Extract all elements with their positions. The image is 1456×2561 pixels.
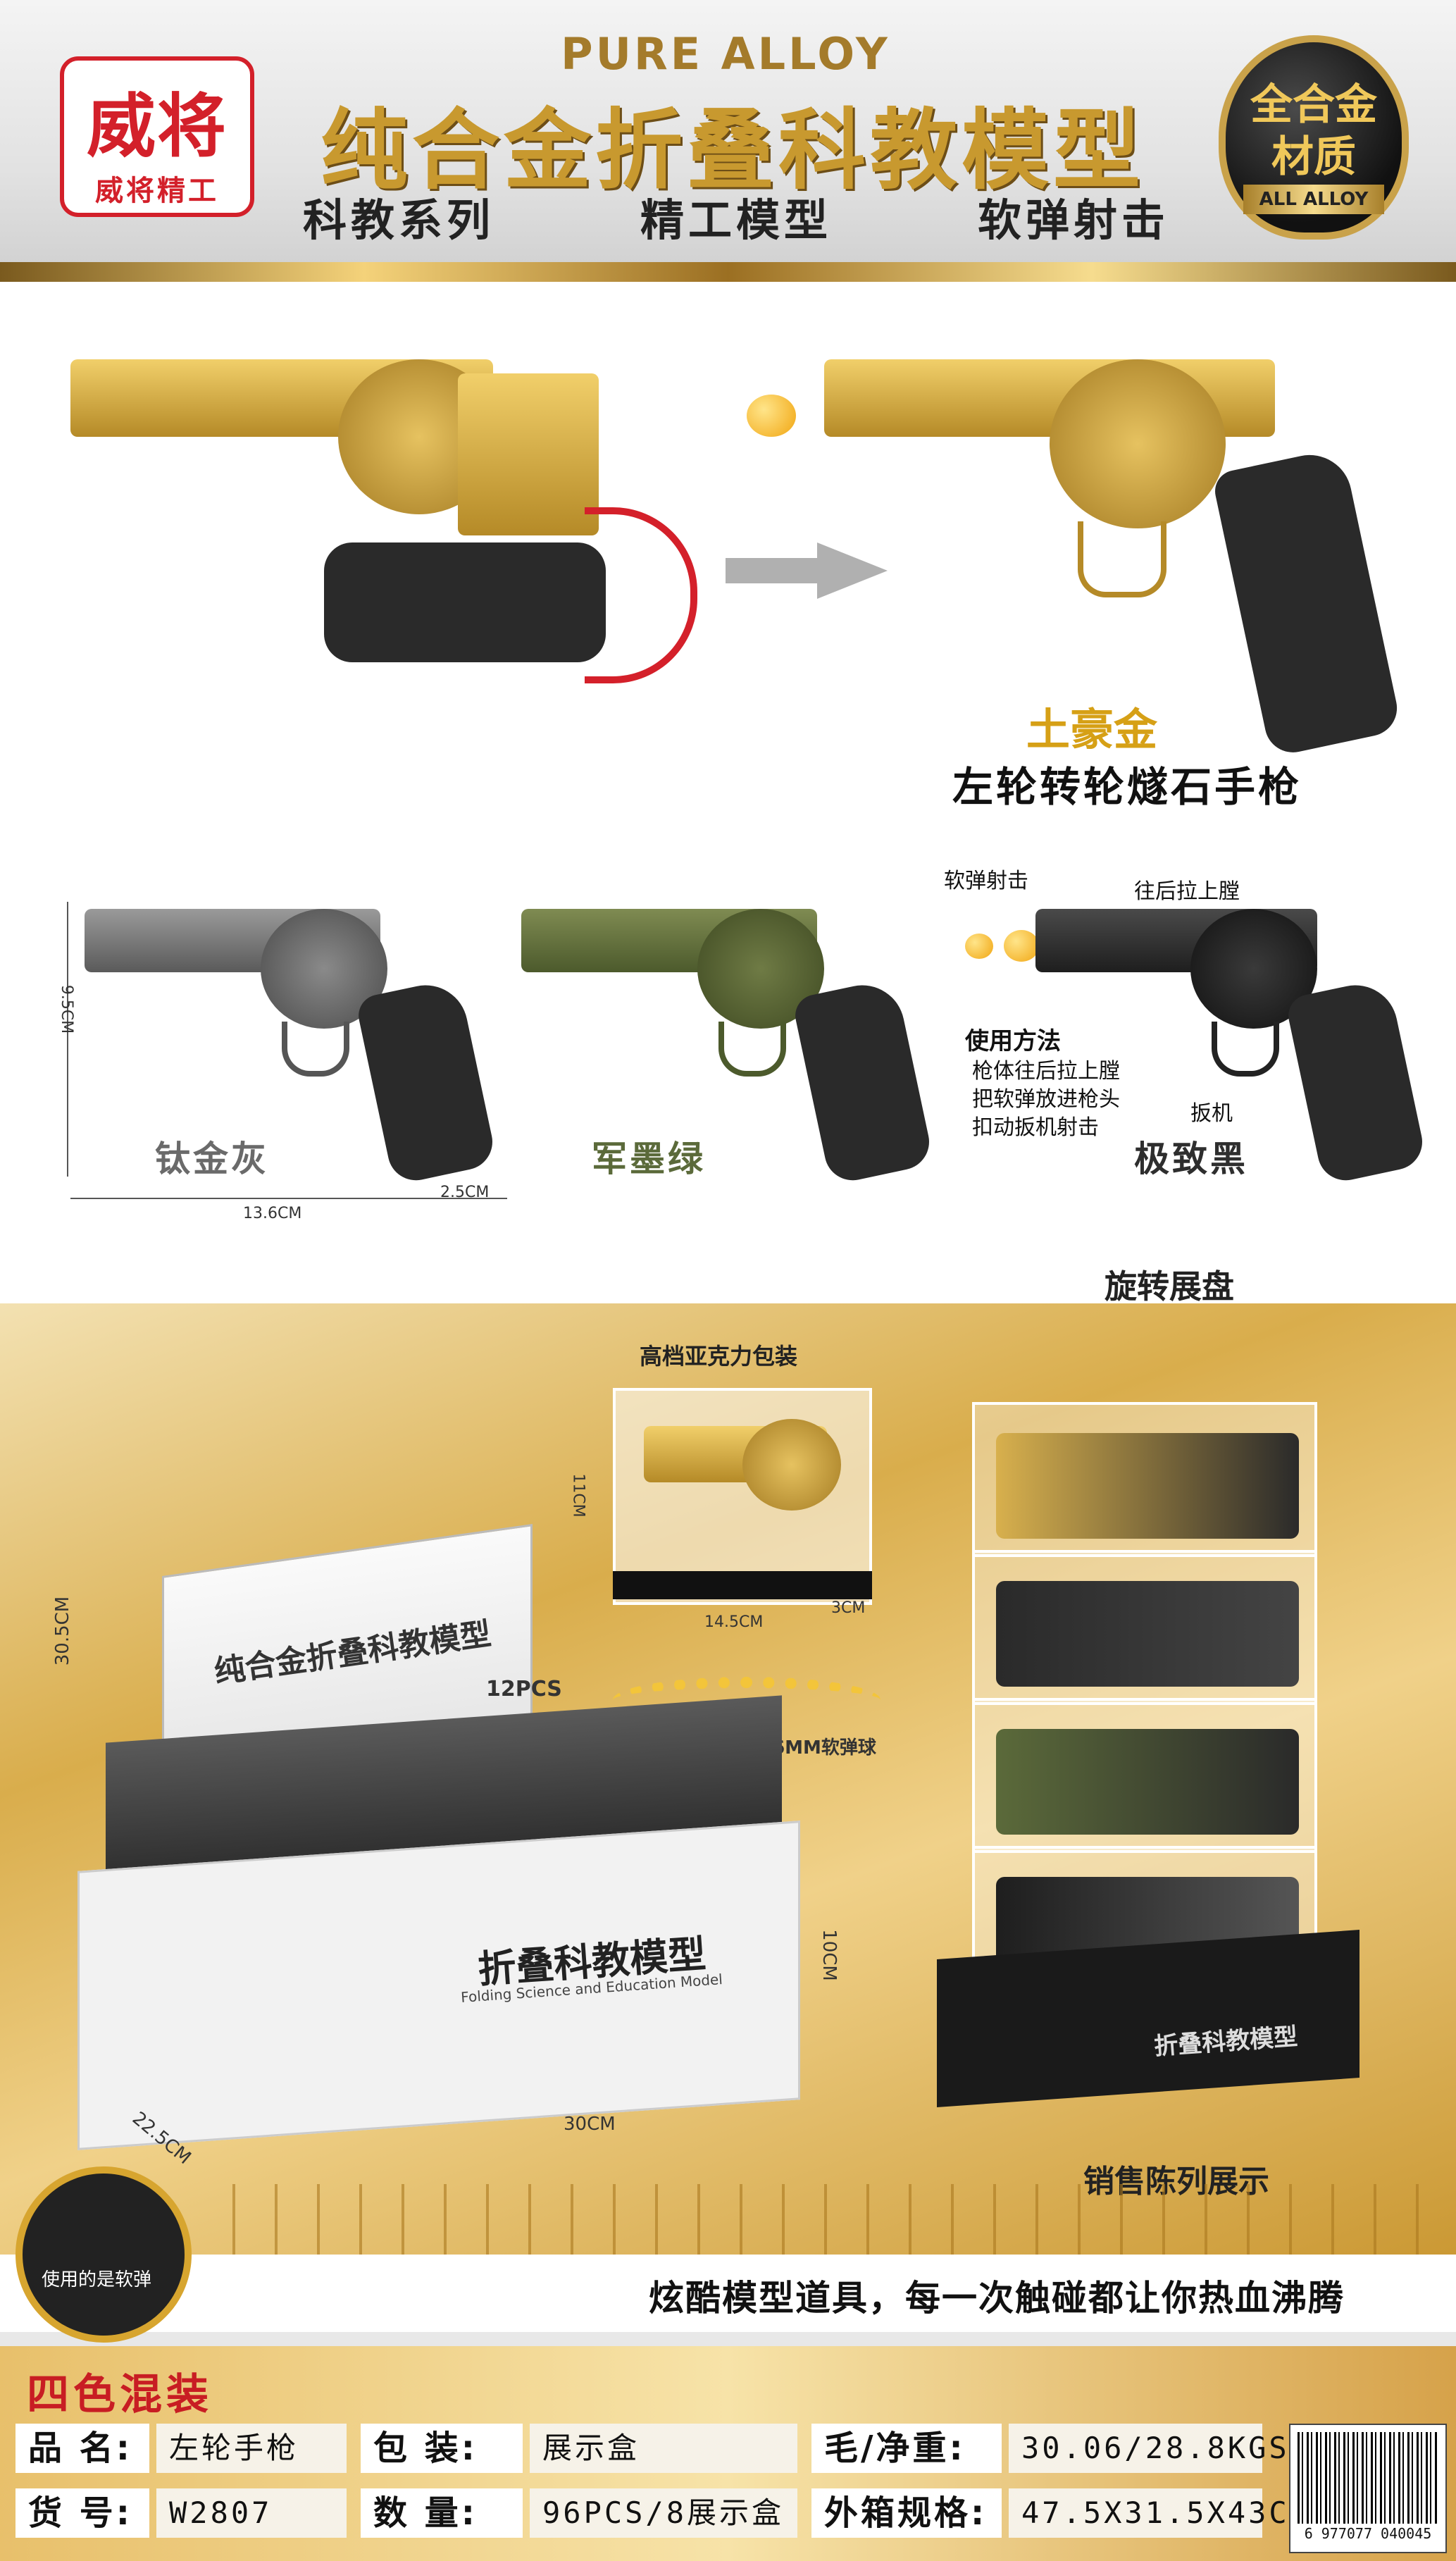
black-revolver-image <box>965 895 1428 1186</box>
slogan-band <box>0 2255 1456 2332</box>
spec-value: 96PCS/8展示盒 <box>530 2488 797 2538</box>
spec-value: 30.06/28.8KGS <box>1009 2424 1287 2473</box>
main-title: 纯合金折叠科教模型 <box>320 100 1145 201</box>
usage-step: 枪体往后拉上膛 <box>972 1059 1120 1084</box>
soft-bullet-hand-icon <box>15 2166 192 2343</box>
feature-tag: 精工模型 <box>640 194 832 246</box>
barcode-number: 6 977077 040045 <box>1304 2525 1432 2542</box>
usage-title: 使用方法 <box>965 1027 1061 1055</box>
usage-step: 扣动扳机射击 <box>972 1115 1099 1140</box>
tower-tier <box>972 1402 1317 1557</box>
height-dimension-line <box>67 902 68 1177</box>
length-dimension-label: 13.6CM <box>243 1205 302 1222</box>
spec-label: 货 号: <box>15 2488 149 2538</box>
variant-label-green: 军墨绿 <box>592 1139 706 1179</box>
transition-arrow-icon <box>726 542 888 599</box>
variant-label-black: 极致黑 <box>1134 1139 1248 1179</box>
display-box-count: 12PCS <box>486 1677 562 1701</box>
badge-ribbon: ALL ALLOY <box>1243 185 1384 214</box>
barcode: 6 977077 040045 <box>1289 2424 1447 2553</box>
feature-tag: 软弹射击 <box>977 194 1169 246</box>
trigger-label: 扳机 <box>1190 1101 1233 1126</box>
usage-step: 把软弹放进枪头 <box>972 1087 1120 1112</box>
brand-logo: 威将 威将精工 <box>60 56 254 217</box>
gray-revolver-image <box>77 895 498 1186</box>
badge-line: 全合金 <box>1250 80 1377 130</box>
width-dimension-label: 2.5CM <box>440 1184 490 1201</box>
acrylic-base <box>613 1571 872 1599</box>
slogan-text: 炫酷模型道具，每一次触碰都让你热血沸腾 <box>649 2278 1345 2319</box>
spec-row: 品 名: 左轮手枪 包 装: 展示盒 毛/净重: 30.06/28.8KGS <box>15 2424 1287 2479</box>
tower-tier <box>972 1550 1317 1705</box>
variant-label-gray: 钛金灰 <box>155 1139 269 1179</box>
spec-label: 外箱规格: <box>811 2488 1002 2538</box>
height-dimension-label: 9.5CM <box>58 984 76 1034</box>
soft-bullet-note: 使用的是软弹 <box>41 2269 151 2290</box>
spec-label: 毛/净重: <box>811 2424 1002 2473</box>
tower-tier <box>972 1698 1317 1853</box>
mix-colors-title: 四色混装 <box>27 2370 213 2419</box>
soft-beads-image <box>613 1677 881 1723</box>
spec-label: 数 量: <box>361 2488 523 2538</box>
brand-logo-main: 威将 <box>86 87 228 167</box>
product-name: 左轮转轮燧石手枪 <box>952 763 1302 811</box>
spec-value: 左轮手枪 <box>156 2424 347 2473</box>
spec-label: 品 名: <box>15 2424 149 2473</box>
all-alloy-badge: 全合金 材质 ALL ALLOY <box>1219 35 1409 240</box>
gold-divider <box>0 262 1456 282</box>
spec-value: 展示盒 <box>530 2424 797 2473</box>
brand-logo-sub: 威将精工 <box>95 175 219 207</box>
box-height-label: 30.5CM <box>52 1596 74 1666</box>
barcode-bars-icon <box>1298 2432 1438 2524</box>
green-revolver-image <box>514 895 935 1186</box>
spec-value: 47.5X31.5X43CM <box>1009 2488 1307 2538</box>
soft-fire-label: 软弹射击 <box>944 869 1028 893</box>
pull-back-label: 往后拉上膛 <box>1134 879 1240 904</box>
badge-line: 材质 <box>1271 132 1356 182</box>
folded-gold-revolver-image <box>63 331 641 669</box>
spec-value: W2807 <box>156 2488 347 2538</box>
spec-label: 包 装: <box>361 2424 523 2473</box>
spec-table: 品 名: 左轮手枪 包 装: 展示盒 毛/净重: 30.06/28.8KGS 货… <box>15 2424 1307 2550</box>
feature-tag: 科教系列 <box>303 194 495 246</box>
spec-row: 货 号: W2807 数 量: 96PCS/8展示盒 外箱规格: 47.5X31… <box>15 2488 1307 2543</box>
gold-variant-label: 土豪金 <box>1026 704 1157 755</box>
acrylic-height-label: 11CM <box>569 1473 587 1518</box>
acrylic-depth-label: 3CM <box>831 1599 866 1617</box>
acrylic-width-label: 14.5CM <box>704 1613 764 1631</box>
acrylic-package-image <box>613 1388 872 1605</box>
pure-alloy-heading: PURE ALLOY <box>561 28 890 80</box>
unfolded-gold-revolver-image <box>747 331 1402 758</box>
display-header-band <box>0 1247 1456 1303</box>
feature-tags: 科教系列 精工模型 软弹射击 <box>303 185 1169 248</box>
length-dimension-line <box>70 1198 507 1199</box>
rotating-display-title: 旋转展盘 <box>1105 1267 1234 1306</box>
beads-label: 6MM软弹球 <box>772 1737 876 1759</box>
box-inner-height-label: 10CM <box>818 1929 840 1981</box>
acrylic-package-title: 高档亚克力包装 <box>639 1343 797 1370</box>
box-width-label: 30CM <box>564 2114 616 2135</box>
floor-grid-decoration <box>232 2184 1430 2255</box>
